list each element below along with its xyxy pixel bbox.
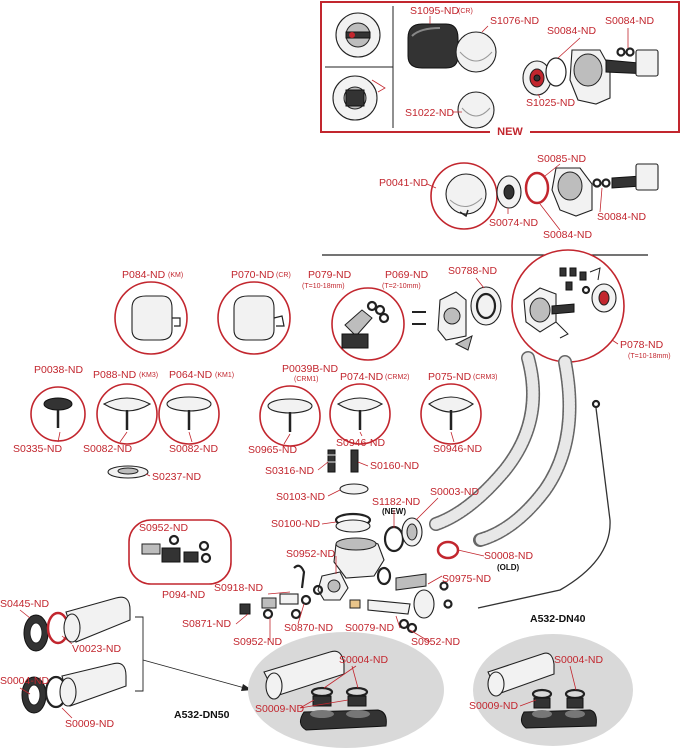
- rosette-detail-image: [335, 12, 381, 58]
- v0023-label: V0023-ND: [72, 643, 121, 655]
- s0084-label-d: S0084-ND: [597, 211, 646, 223]
- s0335-label: S0335-ND: [13, 443, 62, 455]
- s0079-label: S0079-ND: [345, 622, 394, 634]
- s1076-cap: [455, 31, 497, 73]
- p078-sub: (T=10-18mm): [628, 353, 671, 360]
- s0082-label-b: S0082-ND: [169, 443, 218, 455]
- s1022-cap: [457, 91, 495, 129]
- s1095-sub: (CR): [458, 8, 473, 15]
- s0871-label: S0871-ND: [182, 618, 231, 630]
- p064-sub: (KM1): [215, 372, 234, 379]
- p070-sub: (CR): [276, 272, 291, 279]
- s0008-label: S0008-ND: [484, 550, 533, 562]
- s1095-cap: [407, 23, 459, 69]
- overflow-body-new: [569, 49, 659, 105]
- s0004-label-c: S0004-ND: [554, 654, 603, 666]
- s1076-label: S1076-ND: [490, 15, 539, 27]
- p094-label: P094-ND: [162, 589, 206, 601]
- p088-label: P088-ND: [93, 369, 137, 381]
- p0041-label: P0041-ND: [379, 177, 428, 189]
- a532-dn40-panel: A532-DN40 S0004-ND S0009-ND: [469, 613, 633, 746]
- p069-sub: (T=2-10mm): [382, 283, 421, 290]
- p088-sub: (KM3): [139, 372, 158, 379]
- s0445-label: S0445-ND: [0, 598, 49, 610]
- p078-label: P078-ND: [620, 339, 664, 351]
- plugs-row: P0038-ND P088-ND (KM3) P064-ND (KM1) P00…: [13, 363, 498, 483]
- s0952-label-d: S0952-ND: [411, 636, 460, 648]
- s0160-label: S0160-ND: [370, 460, 419, 472]
- p074-sub: (CRM2): [385, 374, 410, 381]
- s0316-label: S0316-ND: [265, 465, 314, 477]
- s0009-label-c: S0009-ND: [469, 700, 518, 712]
- p070-label: P070-ND: [231, 269, 275, 281]
- o-ring-a: [616, 47, 626, 57]
- s0788-label: S0788-ND: [448, 265, 497, 277]
- s0952-label-b: S0952-ND: [286, 548, 335, 560]
- p0038-label: P0038-ND: [34, 364, 83, 376]
- s1022-label: S1022-ND: [405, 107, 454, 119]
- overflow-body-mid: [437, 291, 467, 341]
- s0946-label-a: S0946-ND: [336, 437, 385, 449]
- s0870-label: S0870-ND: [284, 622, 333, 634]
- s0103-label: S0103-ND: [276, 491, 325, 503]
- a532-dn50-title: A532-DN50: [174, 709, 230, 721]
- p084-sub: (KM): [168, 272, 183, 279]
- hoses: [429, 351, 611, 609]
- s1095-label: S1095-ND: [410, 5, 459, 17]
- p069-label: P069-ND: [385, 269, 429, 281]
- lever: [454, 335, 473, 351]
- s0009-label-b: S0009-ND: [255, 703, 304, 715]
- a532-dn40-title: A532-DN40: [530, 613, 586, 625]
- s0975-label: S0975-ND: [442, 573, 491, 585]
- p084-label: P084-ND: [122, 269, 166, 281]
- s0003-label: S0003-ND: [430, 486, 479, 498]
- p0041-set: P0041-ND S0085-ND S0074-ND S0084-ND S008…: [379, 153, 659, 241]
- s0084-label-b: S0084-ND: [605, 15, 654, 27]
- s0918-label: S0918-ND: [214, 582, 263, 594]
- s1025-mechanism: [522, 60, 552, 96]
- p075-label: P075-ND: [428, 371, 472, 383]
- s0084-label-c: S0084-ND: [543, 229, 592, 241]
- s0952-label-a: S0952-ND: [139, 522, 188, 534]
- a532-dn50-panel: S0004-ND S0009-ND A532-DN50: [174, 632, 444, 748]
- s1182-label: S1182-ND: [372, 496, 421, 508]
- p0039b-sub: (CRM1): [294, 376, 319, 383]
- left-outlets: S0445-ND V0023-ND S0004-ND S0009-ND: [0, 596, 253, 730]
- s0965-label: S0965-ND: [248, 444, 297, 456]
- s0004-label-b: S0004-ND: [339, 654, 388, 666]
- s0085-label: S0085-ND: [537, 153, 586, 165]
- new-title: NEW: [497, 126, 523, 138]
- p0039b-label: P0039B-ND: [282, 363, 338, 375]
- p064-label: P064-ND: [169, 369, 213, 381]
- new-parts-box: NEW: [320, 1, 680, 138]
- s0008-sub: (OLD): [497, 563, 520, 572]
- middle-row: P084-ND (KM) P070-ND (CR) P079-ND (T=10-…: [114, 249, 671, 363]
- waste-assembly: S0952-ND P094-ND S0316-ND S0160-ND S0103…: [128, 449, 533, 648]
- rotation-detail-image: [332, 75, 386, 121]
- s0074-label: S0074-ND: [489, 217, 538, 229]
- s0009-label-a: S0009-ND: [65, 718, 114, 730]
- s0084-label-a: S0084-ND: [547, 25, 596, 37]
- p075-sub: (CRM3): [473, 374, 498, 381]
- s0084-gasket-new: [545, 57, 567, 87]
- s1025-label: S1025-ND: [526, 97, 575, 109]
- p079-sub: (T=10-18mm): [302, 283, 345, 290]
- o-ring-b: [625, 47, 635, 57]
- s0082-label-a: S0082-ND: [83, 443, 132, 455]
- p074-label: P074-ND: [340, 371, 384, 383]
- s0237-label: S0237-ND: [152, 471, 201, 483]
- s0004-label-a: S0004-ND: [0, 675, 49, 687]
- s0946-label-b: S0946-ND: [433, 443, 482, 455]
- s0100-label: S0100-ND: [271, 518, 320, 530]
- s0952-label-c: S0952-ND: [233, 636, 282, 648]
- p079-label: P079-ND: [308, 269, 352, 281]
